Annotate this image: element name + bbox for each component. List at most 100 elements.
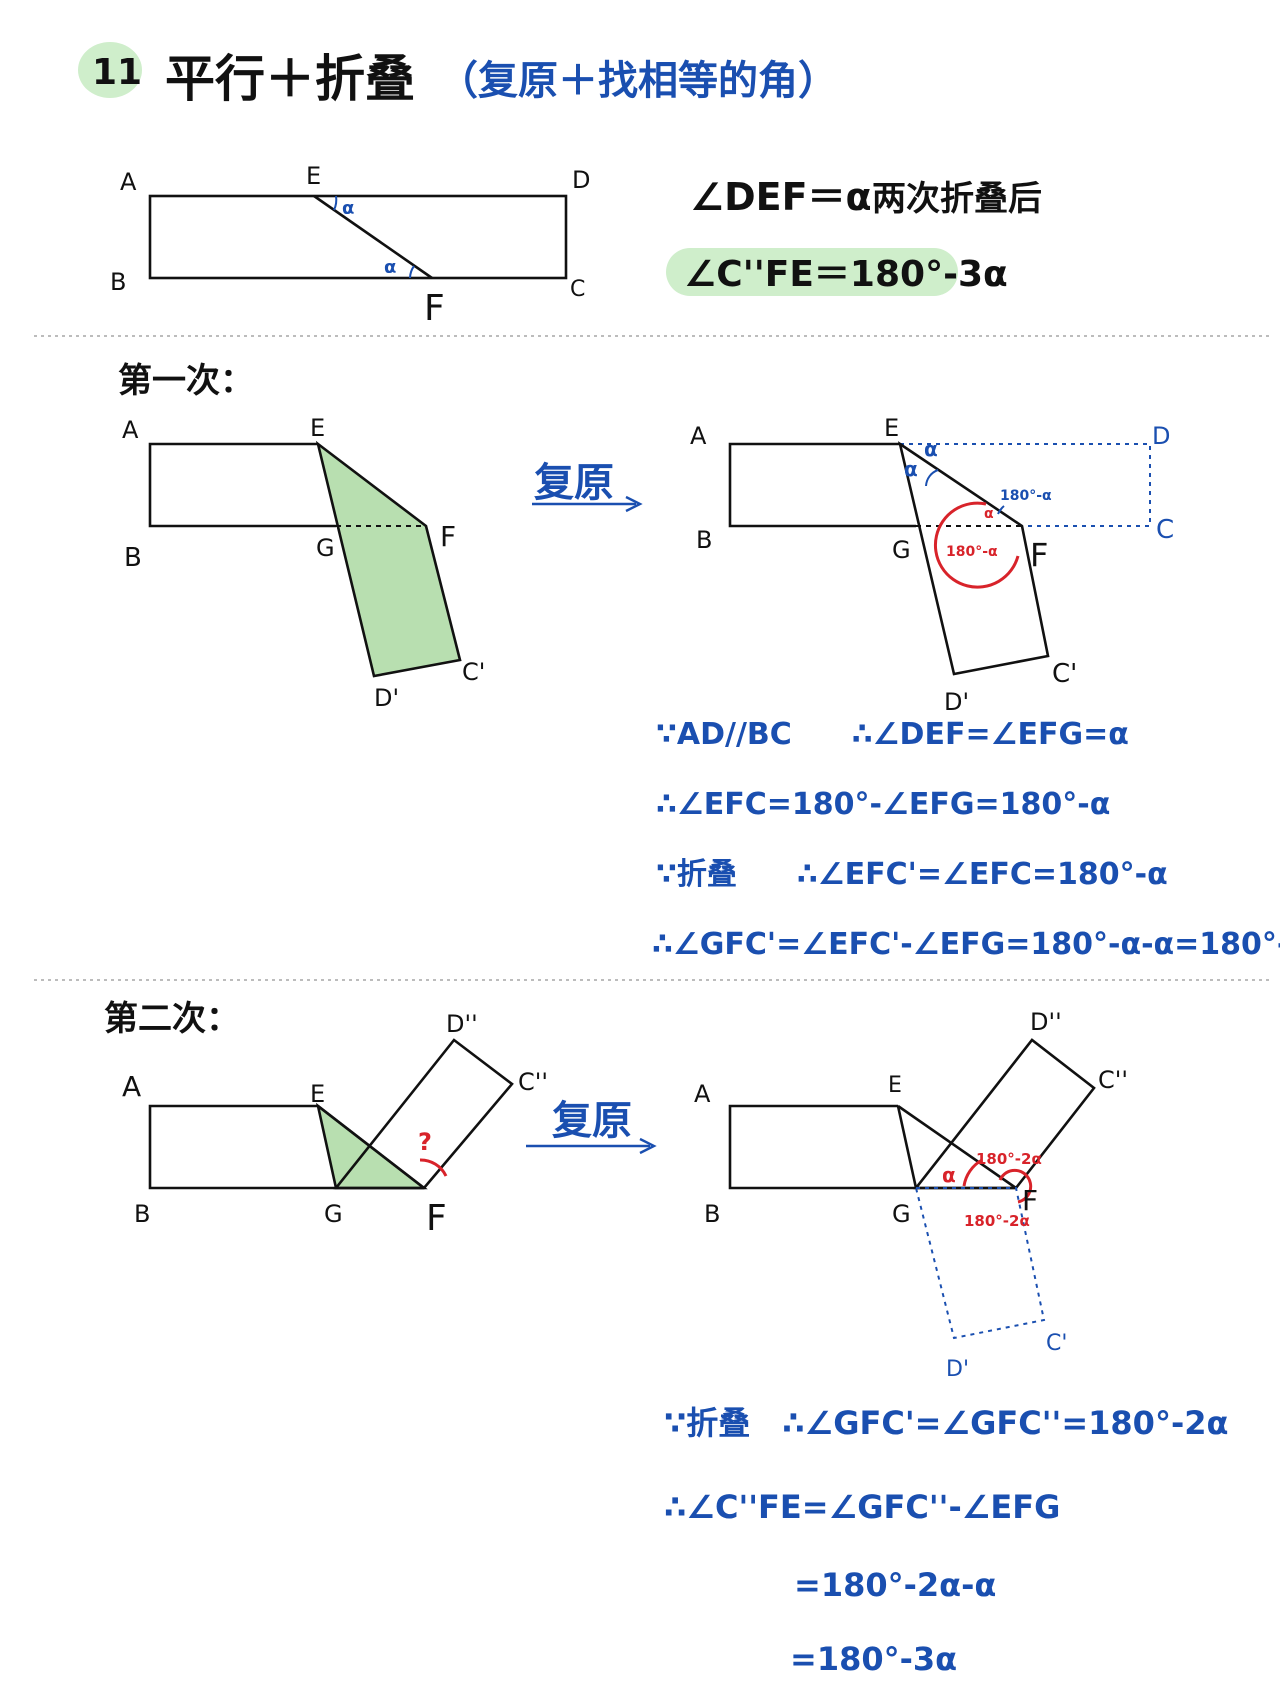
- first-remaining-part: [148, 442, 336, 528]
- first-restore-label-d1: D': [944, 688, 969, 716]
- second-restore-flap: [913, 1038, 1096, 1190]
- first-heading: 第一次：: [118, 361, 254, 401]
- first-restore-remaining: [728, 442, 916, 528]
- second-folded-flap: [333, 1038, 514, 1190]
- second-question-mark: ?: [418, 1128, 432, 1156]
- top-label-b: B: [110, 268, 126, 296]
- second-arrow-head-icon: [639, 1137, 657, 1155]
- first-restore-original-part: [900, 443, 1151, 527]
- first-label-c1: C': [462, 658, 485, 686]
- first-arrow-label: 复原: [534, 460, 614, 506]
- second-step-2: ∴∠C''FE=∠GFC''-∠EFG: [664, 1488, 1060, 1526]
- first-restore-flap: [897, 441, 1050, 676]
- first-label-b: B: [124, 543, 142, 573]
- second-restore-label-b: B: [704, 1200, 720, 1228]
- first-restore-blue-arc: [997, 505, 1005, 515]
- second-restore-remaining: [728, 1104, 1016, 1190]
- first-restore-label-c1: C': [1052, 659, 1077, 689]
- top-label-f: F: [424, 288, 445, 329]
- first-label-g: G: [316, 534, 335, 562]
- second-restore-red-arc-2: [998, 1168, 1033, 1204]
- second-restore-label-f: F: [1022, 1184, 1038, 1217]
- second-restore-red-arc-1: [962, 1158, 983, 1187]
- first-label-f: F: [440, 520, 456, 553]
- top-angle-alpha-f: α: [384, 257, 396, 278]
- second-restore-180-2a-top: 180°-2α: [976, 1150, 1042, 1168]
- first-restore-figure: α α α 180°-α 180°-α A B C D E F G C' D': [690, 414, 1174, 716]
- second-restore-first-flap: [914, 1187, 1046, 1340]
- first-restore-label-f: F: [1030, 536, 1048, 574]
- second-restore-label-c2: C'': [1098, 1066, 1128, 1094]
- first-restore-angle-180a-bottom: 180°-α: [946, 544, 998, 560]
- second-fold-ef: [317, 1104, 425, 1190]
- second-restore-label-d1: D': [946, 1357, 969, 1382]
- first-restore-red-arc: [933, 501, 1020, 589]
- second-label-a: A: [122, 1070, 141, 1103]
- second-label-b: B: [134, 1200, 150, 1228]
- top-angle-arc-e: [333, 195, 338, 211]
- page-title: 平行＋折叠: [165, 50, 415, 108]
- final-result: ∠C''FE＝180°-3α: [684, 254, 1008, 295]
- first-step-2: ∴∠EFC=180°-∠EFG=180°-α: [656, 787, 1110, 822]
- second-restore-figure: α 180°-2α 180°-2α A B E F G C'' D'' C' D…: [694, 1008, 1128, 1382]
- second-restore-label-c1: C': [1046, 1331, 1067, 1356]
- top-figure: α α A B C D E F: [110, 162, 590, 329]
- second-restore-label-a: A: [694, 1080, 711, 1108]
- second-restore-eg: [896, 1105, 918, 1189]
- top-angle-alpha-e: α: [342, 198, 354, 219]
- top-angle-arc-f: [409, 265, 415, 279]
- first-restore-label-g: G: [892, 536, 911, 564]
- first-restore-label-b: B: [696, 526, 712, 554]
- second-restore-alpha: α: [942, 1163, 956, 1187]
- given-angle: ∠DEF＝α: [690, 175, 872, 219]
- given-note: 两次折叠后: [872, 179, 1042, 219]
- first-label-a: A: [122, 416, 139, 444]
- problem-number: 11: [92, 52, 142, 93]
- second-step-4: =180°-3α: [790, 1640, 957, 1678]
- second-label-d2: D'': [446, 1010, 478, 1038]
- second-arrow-label: 复原: [552, 1098, 632, 1144]
- second-label-e: E: [310, 1080, 325, 1108]
- second-restore-label-d2: D'': [1030, 1008, 1062, 1036]
- top-label-e: E: [306, 162, 321, 190]
- top-label-c: C: [570, 277, 585, 302]
- first-restore-label-d: D: [1152, 422, 1170, 450]
- second-label-g: G: [324, 1200, 343, 1228]
- result-highlight: [666, 248, 958, 296]
- second-remaining-part: [148, 1104, 424, 1190]
- second-restore-180-2a-bottom: 180°-2α: [964, 1212, 1030, 1230]
- first-folded-flap: [315, 440, 462, 678]
- first-step-1: ∵AD//BC ∴∠DEF=∠EFG=α: [656, 717, 1129, 752]
- second-restore-ef: [897, 1104, 1017, 1190]
- first-arrow-head-icon: [625, 495, 643, 513]
- second-step-1: ∵折叠 ∴∠GFC'=∠GFC''=180°-2α: [664, 1404, 1228, 1442]
- top-label-d: D: [572, 166, 590, 194]
- first-restore-alpha-3: α: [984, 506, 994, 522]
- first-step-4: ∴∠GFC'=∠EFC'-∠EFG=180°-α-α=180°-2α: [652, 927, 1280, 962]
- second-label-f: F: [426, 1198, 447, 1239]
- first-restore-arc-e: [925, 469, 939, 487]
- first-restore-angle-180a-top: 180°-α: [1000, 488, 1052, 504]
- first-label-e: E: [310, 414, 325, 442]
- number-highlight: [78, 42, 142, 98]
- first-fold-figure: A B E F G C' D': [122, 414, 485, 712]
- second-heading: 第二次：: [104, 999, 240, 1039]
- second-restore-label-e: E: [888, 1073, 902, 1098]
- first-restore-alpha-1: α: [924, 437, 938, 461]
- top-label-a: A: [120, 168, 137, 196]
- first-restore-label-c: C: [1156, 515, 1174, 545]
- second-question-arc: [419, 1158, 448, 1177]
- second-restore-label-g: G: [892, 1200, 911, 1228]
- top-rectangle: [148, 194, 568, 280]
- top-fold-line-ef: [313, 194, 433, 280]
- first-step-3: ∵折叠 ∴∠EFC'=∠EFC=180°-α: [656, 857, 1168, 892]
- page-subtitle: （复原＋找相等的角）: [438, 58, 838, 104]
- second-step-3: =180°-2α-α: [794, 1566, 996, 1604]
- first-restore-label-e: E: [884, 414, 899, 442]
- second-fold-figure: ? A B E F G C'' D'': [122, 1010, 548, 1239]
- first-restore-alpha-2: α: [904, 457, 918, 481]
- first-restore-label-a: A: [690, 422, 707, 450]
- first-label-d1: D': [374, 684, 399, 712]
